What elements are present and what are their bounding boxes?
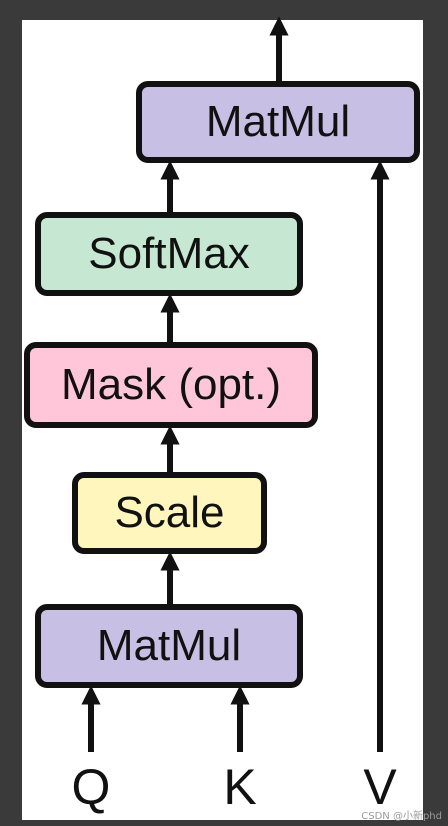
matmul-top-label: MatMul (205, 97, 351, 146)
softmax-label: SoftMax (88, 229, 250, 278)
q-label: Q (71, 759, 111, 815)
softmax-box: SoftMax (35, 212, 303, 296)
matmul-top-box: MatMul (136, 81, 420, 163)
mask-box: Mask (opt.) (24, 342, 318, 428)
mask-label: Mask (opt.) (60, 360, 282, 409)
k-label: K (223, 759, 257, 815)
matmul-bottom-box: MatMul (35, 604, 303, 688)
v-label: V (363, 759, 397, 815)
scale-label: Scale (114, 488, 225, 537)
scale-box: Scale (72, 472, 267, 554)
watermark: CSDN @小新phd (361, 811, 442, 822)
matmul-bottom-label: MatMul (96, 621, 242, 670)
